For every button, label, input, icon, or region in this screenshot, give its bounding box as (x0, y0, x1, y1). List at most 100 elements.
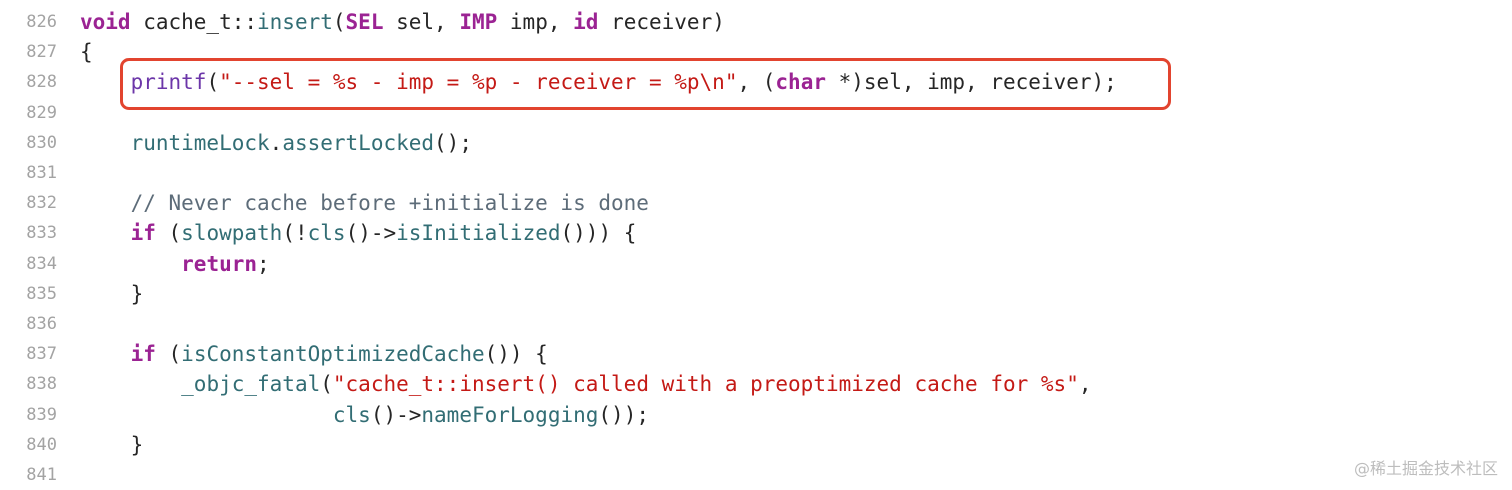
code-text: runtimeLock.assertLocked(); (80, 128, 472, 158)
code-token (80, 403, 333, 427)
line-number: 831 (26, 163, 57, 183)
code-token: isConstantOptimizedCache (181, 342, 485, 367)
code-line[interactable]: 839 cls()->nameForLogging()); (0, 400, 1512, 430)
code-token: _objc_fatal (181, 372, 321, 397)
code-token: ( (332, 10, 346, 34)
code-token: } (80, 281, 144, 306)
line-number: 829 (26, 102, 57, 123)
code-token: , (1078, 372, 1092, 397)
code-token: assertLocked (282, 130, 435, 155)
code-token (80, 221, 131, 245)
code-token: *)sel, imp, receiver); (825, 70, 1117, 95)
code-token: id (573, 10, 599, 34)
code-token (80, 372, 181, 396)
code-token (80, 70, 131, 94)
code-line[interactable]: 832 // Never cache before +initialize is… (0, 188, 1512, 218)
code-token: receiver) (598, 10, 725, 34)
code-token: ( (155, 342, 182, 367)
code-line[interactable]: 829 (0, 98, 1512, 128)
code-token: ( (155, 221, 182, 246)
code-text: // Never cache before +initialize is don… (80, 188, 649, 218)
code-token: (); (434, 130, 472, 155)
code-token: { (80, 40, 93, 65)
code-token: ()-> (370, 402, 422, 427)
code-line[interactable]: 837 if (isConstantOptimizedCache()) { (0, 339, 1512, 369)
code-token (80, 342, 131, 366)
code-token: "--sel = %s - imp = %p - receiver = %p\n… (219, 70, 738, 95)
line-number: 837 (26, 344, 57, 365)
code-token: , ( (737, 70, 776, 95)
code-token: return (181, 251, 258, 276)
code-token: insert (257, 10, 333, 34)
code-line[interactable]: 838 _objc_fatal("cache_t::insert() calle… (0, 369, 1512, 399)
code-line[interactable]: 827 { (0, 37, 1512, 67)
code-token: ()) { (484, 342, 548, 367)
watermark: @稀土掘金技术社区 (1353, 459, 1498, 478)
code-line[interactable]: 834 return; (0, 249, 1512, 279)
code-token: if (130, 342, 156, 367)
line-number: 830 (26, 132, 57, 153)
code-text: _objc_fatal("cache_t::insert() called wi… (80, 369, 1092, 399)
code-text: } (80, 430, 144, 460)
code-token: slowpath (181, 221, 283, 246)
code-line[interactable]: 840 } (0, 430, 1512, 460)
code-token: void (80, 10, 131, 34)
code-line[interactable]: 836 (0, 309, 1512, 339)
line-number: 834 (26, 253, 57, 274)
code-token: ()); (598, 402, 649, 427)
code-token: isInitialized (396, 221, 561, 246)
code-token: ())) { (560, 221, 637, 246)
code-token: printf (130, 70, 207, 95)
code-text: } (80, 279, 144, 309)
line-number: 841 (26, 465, 57, 485)
line-number: 832 (26, 193, 57, 214)
code-text: if (slowpath(!cls()->isInitialized())) { (80, 218, 637, 248)
code-text: return; (80, 249, 270, 279)
line-number: 839 (26, 404, 57, 425)
code-line[interactable]: 841 (0, 460, 1512, 490)
code-text: cls()->nameForLogging()); (80, 400, 649, 430)
line-number: 836 (26, 314, 57, 334)
code-line[interactable]: 830 runtimeLock.assertLocked(); (0, 128, 1512, 158)
code-token: (! (282, 221, 308, 246)
code-line[interactable]: 835 } (0, 279, 1512, 309)
code-text: if (isConstantOptimizedCache()) { (80, 339, 548, 369)
line-number: 828 (26, 72, 57, 93)
code-token: nameForLogging (421, 402, 599, 427)
code-text: { (80, 37, 93, 67)
code-token: . (269, 130, 283, 155)
code-token: IMP (459, 10, 498, 34)
code-token: cls (307, 221, 346, 246)
code-token: sel, (383, 10, 460, 34)
code-token: imp, (497, 10, 574, 34)
code-token (80, 252, 181, 276)
code-text: printf("--sel = %s - imp = %p - receiver… (80, 67, 1117, 97)
code-token: if (130, 221, 156, 246)
code-line[interactable]: 831 (0, 158, 1512, 188)
code-token: cls (332, 402, 371, 427)
line-number: 835 (26, 283, 57, 304)
code-token: } (80, 432, 144, 457)
code-line[interactable]: 826 void cache_t::insert(SEL sel, IMP imp… (0, 7, 1512, 37)
code-token: ()-> (345, 221, 397, 246)
code-token: ; (257, 251, 270, 276)
line-number: 840 (26, 434, 57, 455)
line-number: 833 (26, 223, 57, 244)
code-token: ( (320, 372, 333, 397)
code-token: "cache_t::insert() called with a preopti… (332, 372, 1079, 397)
line-number: 827 (26, 42, 57, 63)
code-token: char (775, 70, 826, 95)
code-text: void cache_t::insert(SEL sel, IMP imp, i… (80, 7, 725, 37)
code-line[interactable]: 828 printf("--sel = %s - imp = %p - rece… (0, 67, 1512, 97)
code-token: ( (206, 70, 220, 95)
code-token: SEL (345, 10, 384, 34)
code-token: runtimeLock (130, 130, 270, 155)
line-number: 826 (26, 12, 57, 32)
highlight-box (120, 58, 1171, 110)
line-number: 838 (26, 374, 57, 395)
code-token: // Never cache before +initialize is don… (80, 191, 649, 216)
code-token (80, 131, 131, 155)
code-line[interactable]: 833 if (slowpath(!cls()->isInitialized()… (0, 218, 1512, 248)
code-token: cache_t:: (130, 10, 258, 34)
